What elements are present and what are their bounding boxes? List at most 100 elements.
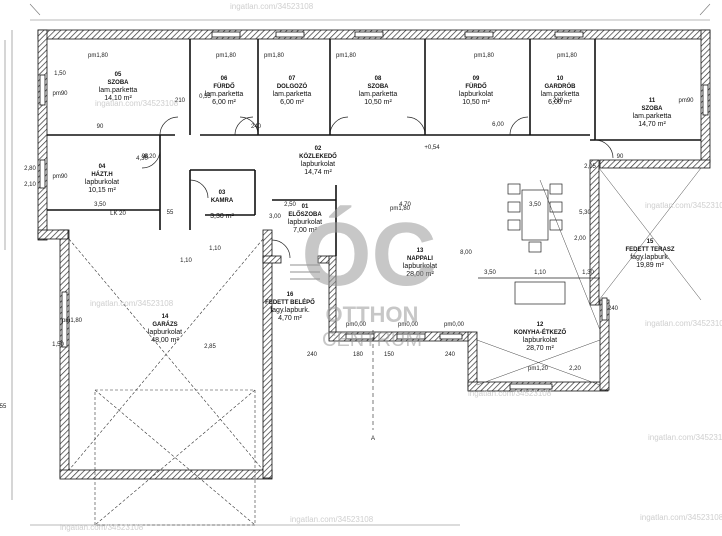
dimension-label: pm1,80 [336,53,357,59]
terrace-roof-lines [476,167,702,386]
room-number: 15 [647,239,654,245]
room-floor: lam.parketta [541,91,580,98]
dimension-label: pm90 [52,174,68,180]
room-floor: lapburkolat [288,219,322,226]
dimension-label: 240 [251,124,262,130]
room-number: 09 [473,76,480,82]
url-watermarks: ingatlan.com/34523108 ingatlan.com/34523… [60,2,722,532]
room-name: NAPPALI [407,256,433,262]
room-number: 05 [115,72,122,78]
level-mark: +0,54 [424,145,440,151]
dimension-label: 1,50 [52,342,64,348]
room-area: 28,70 m² [526,345,554,352]
room-number: 07 [289,76,296,82]
room-area: 14,70 m² [638,121,666,128]
dimension-label: 2,80 [24,166,36,172]
room-floor: lam.parketta [359,91,398,98]
dimension-label: 1,10 [209,246,221,252]
dimension-label: 2,05 [584,164,596,170]
room-area: 6,00 m² [548,99,572,106]
room-floor: fagy.lapburk. [630,254,670,261]
room-name: FÜRDŐ [213,83,235,90]
room-number: 01 [302,204,309,210]
room-area: 14,74 m² [304,169,332,176]
dimension-label: 6,00 [492,122,504,128]
watermark-logo-line2: CENTRUM [322,329,422,351]
room-number: 02 [315,146,322,152]
room-name: SZOBA [368,84,390,90]
dimension-label: 55 [0,404,7,410]
url-watermark: ingatlan.com/34523108 [60,523,144,532]
watermark-logo: ÓC OTTHON CENTRUM [302,204,437,351]
dimension-label: 210 [553,98,564,104]
room-floor: lam.parketta [273,91,312,98]
room-name: GARÁZS [152,321,177,328]
dimension-lines [4,3,711,526]
dimension-label: 0,55 [199,94,211,100]
url-watermark: ingatlan.com/34523108 [95,99,179,108]
dining-table [507,183,563,253]
room-name: KÖZLEKEDŐ [299,153,337,160]
room-number: 12 [537,322,544,328]
room-floor: lapburkolat [523,337,557,344]
room-area: 10,50 m² [462,99,490,106]
room-name: SZOBA [642,106,664,112]
dimension-label: 1,30 [582,270,594,276]
dimension-label: pm90 [678,98,694,104]
dimension-label: 180 [353,352,364,358]
room-area: 48,00 m² [151,337,179,344]
dimension-label: 2,50 [284,202,296,208]
room-number: 03 [219,190,226,196]
room-area: 28,00 m² [406,271,434,278]
dimension-label: pm1,80 [216,53,237,59]
dimension-label: 55 [167,210,174,216]
dimension-label: 2,10 [24,182,36,188]
room-floor: lam.parketta [633,113,672,120]
room-area: 6,00 m² [280,99,304,106]
dimension-label: pm1,80 [474,53,495,59]
dimension-label: 2,00 [574,236,586,242]
room-name: SZOBA [108,80,130,86]
url-watermark: ingatlan.com/34523108 [468,389,552,398]
dimension-label: pm0,00 [346,322,367,328]
room-name: HÁZT.H [91,171,112,178]
dimension-label: 2,20 [569,366,581,372]
dimension-label: pm1,80 [557,53,578,59]
url-watermark: ingatlan.com/34523108 [645,319,722,328]
room-number: 14 [162,314,169,320]
room-name: FEDETT BELÉPŐ [265,298,315,306]
watermark-logo-letters: ÓC [302,204,437,305]
interior-walls [47,39,701,256]
dimension-label: 4,30 [136,156,148,162]
room-number: 16 [287,292,294,298]
room-area: 4,70 m² [278,315,302,322]
room-name: DOLGOZÓ [277,82,308,90]
room-area: 19,89 m² [636,262,664,269]
room-area: 7,00 m² [293,227,317,234]
room-floor: fagy.lapburk. [270,307,310,314]
room-area: 6,00 m² [212,99,236,106]
room-floor: lapburkolat [459,91,493,98]
room-area: 10,50 m² [364,99,392,106]
dimension-label: 90 [97,124,104,130]
dimension-label: 8,00 [460,250,472,256]
dimension-label: 4,70 [399,202,411,208]
room-name: KONYHA-ÉTKEZŐ [514,328,567,336]
room-floor: lapburkolat [403,263,437,270]
dimension-label: pm0,00 [398,322,419,328]
url-watermark: ingatlan.com/34523108 [290,515,374,524]
windows [39,31,709,390]
room-area: 3,30 m² [210,213,234,220]
garage-door-outline [68,238,264,526]
kitchen-island [478,277,600,305]
url-watermark: ingatlan.com/34523108 [90,299,174,308]
room-name: FEDETT TERASZ [626,247,675,253]
room-name: ELŐSZOBA [288,211,322,218]
dimension-label: 1,10 [534,270,546,276]
room-floor: lam.parketta [99,87,138,94]
door-swings [141,116,614,259]
dimension-label: 240 [307,352,318,358]
room-name: KAMRA [211,198,234,204]
room-number: 13 [417,248,424,254]
